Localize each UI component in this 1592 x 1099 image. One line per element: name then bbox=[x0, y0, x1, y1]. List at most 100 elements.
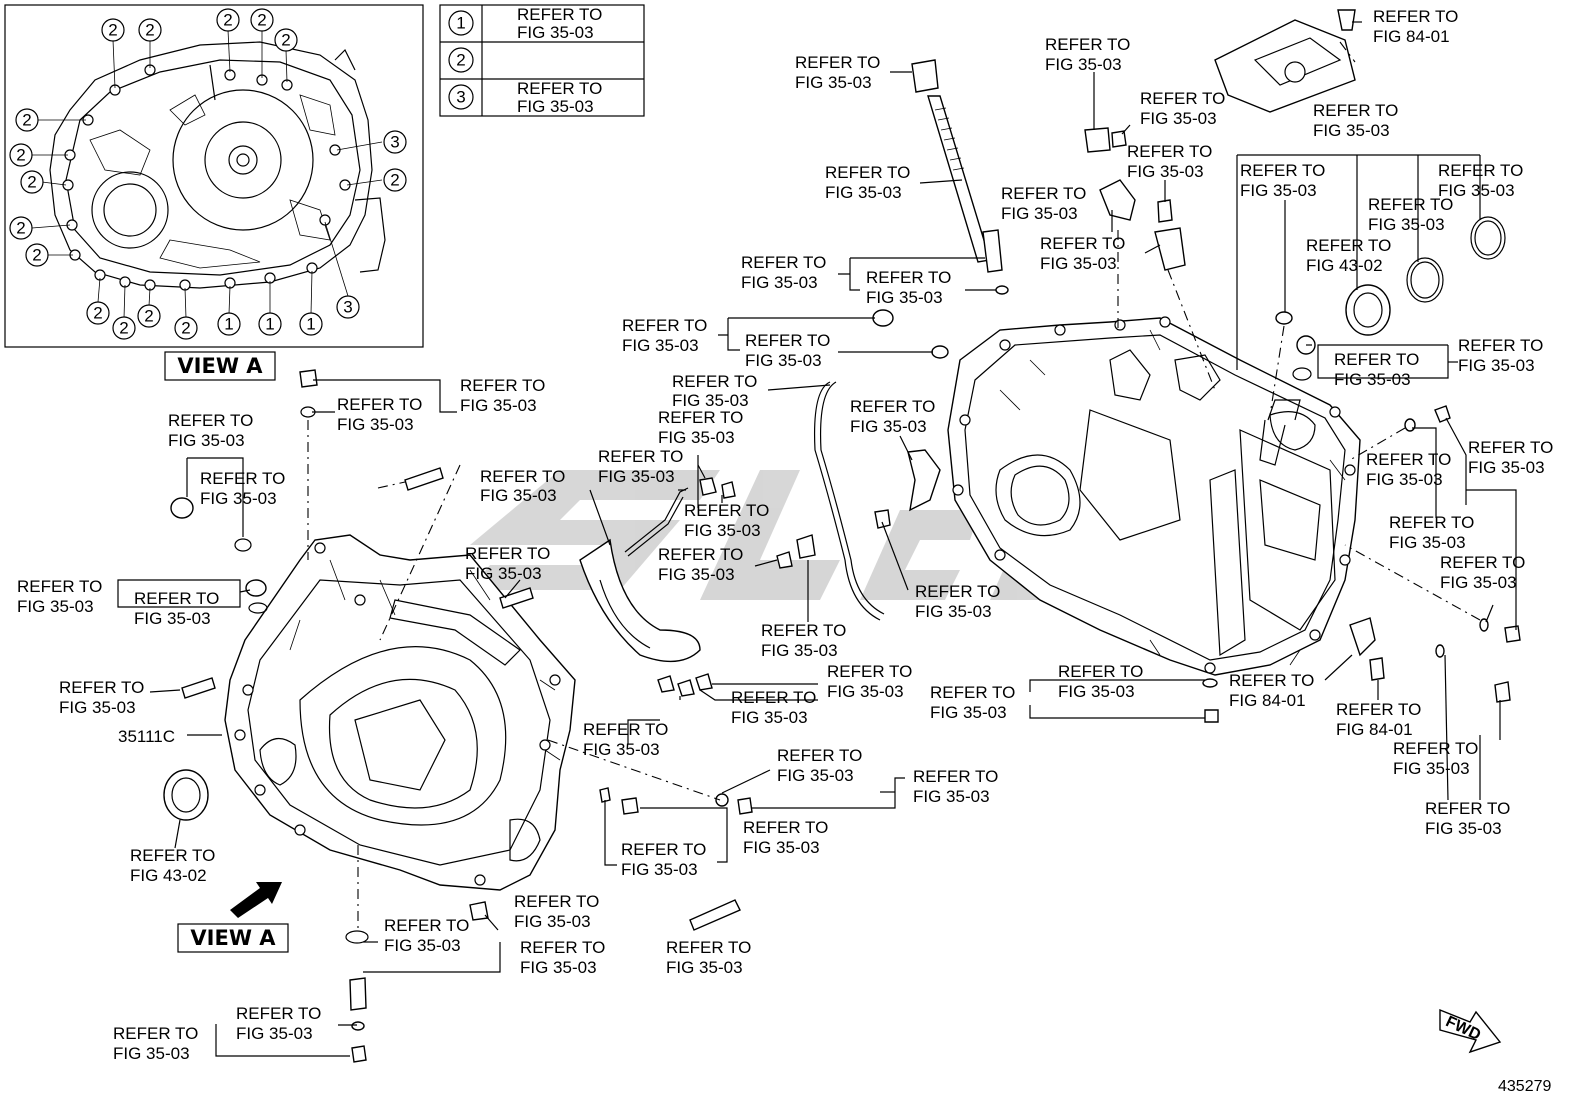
svg-text:FIG 35-03: FIG 35-03 bbox=[761, 641, 838, 660]
svg-text:REFER TO: REFER TO bbox=[658, 408, 743, 427]
bolt-5 bbox=[1504, 625, 1521, 643]
bolt-9 bbox=[499, 587, 534, 609]
bolt-cluster bbox=[1084, 127, 1111, 153]
washer-6 bbox=[715, 793, 729, 807]
callout-marker: 2 bbox=[250, 8, 274, 32]
svg-text:2: 2 bbox=[108, 21, 117, 40]
svg-text:FIG 35-03: FIG 35-03 bbox=[658, 428, 735, 447]
svg-text:FIG 84-01: FIG 84-01 bbox=[1336, 720, 1413, 739]
callout-marker: 2 bbox=[9, 216, 33, 240]
pipe-1 bbox=[813, 381, 881, 621]
svg-text:2: 2 bbox=[390, 171, 399, 190]
svg-text:REFER TO: REFER TO bbox=[1058, 662, 1143, 681]
bolt-4 bbox=[1494, 681, 1511, 703]
svg-text:FIG 35-03: FIG 35-03 bbox=[384, 936, 461, 955]
callout-marker: 2 bbox=[86, 301, 110, 325]
callout-marker: 1 bbox=[258, 312, 282, 336]
svg-text:REFER TO: REFER TO bbox=[1440, 553, 1525, 572]
bolt bbox=[1157, 199, 1173, 223]
callout-marker: 1 bbox=[217, 312, 241, 336]
svg-text:FIG 35-03: FIG 35-03 bbox=[658, 565, 735, 584]
svg-text:FIG 35-03: FIG 35-03 bbox=[866, 288, 943, 307]
sensor-cap bbox=[911, 59, 939, 93]
plug-7 bbox=[349, 977, 367, 1011]
plug-5 bbox=[170, 497, 194, 519]
svg-text:REFER TO: REFER TO bbox=[684, 501, 769, 520]
svg-text:REFER TO: REFER TO bbox=[1045, 35, 1130, 54]
svg-text:FIG 35-03: FIG 35-03 bbox=[1389, 533, 1466, 552]
fwd-arrow: FWD bbox=[1439, 1008, 1502, 1054]
callout-marker: 2 bbox=[137, 304, 161, 328]
svg-text:FIG 35-03: FIG 35-03 bbox=[745, 351, 822, 370]
svg-text:FIG 35-03: FIG 35-03 bbox=[1127, 162, 1204, 181]
svg-text:REFER TO: REFER TO bbox=[743, 818, 828, 837]
callout-marker: 2 bbox=[101, 18, 125, 42]
svg-text:FIG 35-03: FIG 35-03 bbox=[795, 73, 872, 92]
svg-text:2: 2 bbox=[145, 21, 154, 40]
callout-marker: 3 bbox=[383, 130, 407, 154]
svg-text:FIG 35-03: FIG 35-03 bbox=[850, 417, 927, 436]
svg-text:REFER TO: REFER TO bbox=[480, 467, 565, 486]
o-ring-2 bbox=[1470, 216, 1506, 260]
view-a-arrow bbox=[230, 882, 282, 918]
svg-text:REFER TO: REFER TO bbox=[761, 621, 846, 640]
svg-text:REFER TO: REFER TO bbox=[1001, 184, 1086, 203]
svg-text:2: 2 bbox=[32, 246, 41, 265]
washer-5 bbox=[599, 787, 611, 803]
view-a-label-bottom: VIEW A bbox=[177, 923, 289, 953]
svg-text:FIG 35-03: FIG 35-03 bbox=[517, 97, 594, 116]
svg-text:FIG 35-03: FIG 35-03 bbox=[930, 703, 1007, 722]
svg-text:REFER TO: REFER TO bbox=[1468, 438, 1553, 457]
svg-text:2: 2 bbox=[181, 319, 190, 338]
svg-text:2: 2 bbox=[144, 307, 153, 326]
shaft-end bbox=[982, 229, 1003, 273]
leader-lines bbox=[117, 21, 1517, 1057]
svg-text:REFER TO: REFER TO bbox=[621, 840, 706, 859]
o-ring-small bbox=[995, 285, 1009, 295]
svg-text:FIG 35-03: FIG 35-03 bbox=[1334, 370, 1411, 389]
svg-text:FIG 35-03: FIG 35-03 bbox=[827, 682, 904, 701]
svg-text:FIG 35-03: FIG 35-03 bbox=[622, 336, 699, 355]
baffle bbox=[907, 449, 941, 512]
svg-text:REFER TO: REFER TO bbox=[17, 577, 102, 596]
svg-text:REFER TO: REFER TO bbox=[337, 395, 422, 414]
callout-marker: 2 bbox=[15, 108, 39, 132]
svg-text:FIG 35-03: FIG 35-03 bbox=[59, 698, 136, 717]
svg-text:FIG 35-03: FIG 35-03 bbox=[1313, 121, 1390, 140]
callout-marker: 2 bbox=[216, 8, 240, 32]
svg-text:2: 2 bbox=[16, 219, 25, 238]
svg-text:FIG 35-03: FIG 35-03 bbox=[168, 431, 245, 450]
svg-text:REFER TO: REFER TO bbox=[777, 746, 862, 765]
svg-text:FIG 35-03: FIG 35-03 bbox=[777, 766, 854, 785]
svg-text:REFER TO: REFER TO bbox=[113, 1024, 198, 1043]
inset-callouts: 2 2 2 2 2 2 2 2 2 2 2 2 2 2 1 1 1 3 2 3 bbox=[9, 8, 407, 340]
svg-text:1: 1 bbox=[306, 315, 315, 334]
svg-text:REFER TO: REFER TO bbox=[666, 938, 751, 957]
plug bbox=[872, 309, 894, 327]
svg-text:REFER TO: REFER TO bbox=[1368, 195, 1453, 214]
svg-text:REFER TO: REFER TO bbox=[825, 163, 910, 182]
inset-leaders bbox=[31, 29, 383, 319]
